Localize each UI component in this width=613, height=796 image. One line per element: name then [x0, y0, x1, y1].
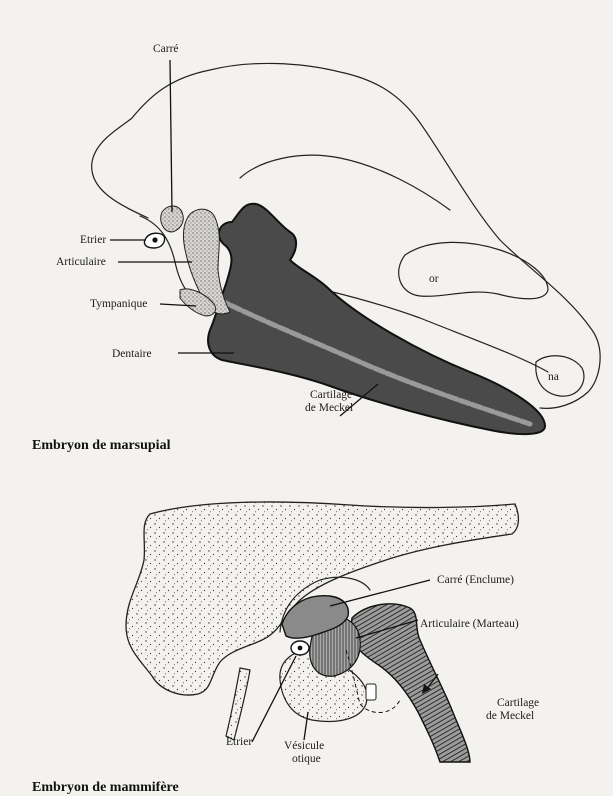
mammal-stapes-center: [298, 646, 303, 651]
label-etrier-bottom: Etrier: [226, 736, 252, 748]
hyoid-strip: [226, 668, 250, 740]
label-dentaire: Dentaire: [112, 348, 152, 360]
label-vesicule-line2: otique: [292, 753, 321, 765]
label-vesicule-line1: Vésicule: [284, 740, 324, 752]
otic-duct: [366, 684, 376, 700]
label-carre-enclume: Carré (Enclume): [437, 574, 514, 586]
nasal-outline: [536, 356, 584, 396]
label-cartilage-line2-bottom: de Meckel: [486, 710, 534, 722]
label-tympanique: Tympanique: [90, 298, 147, 310]
leader-carre-enclume: [330, 580, 430, 606]
label-or: or: [429, 273, 439, 285]
label-etrier: Etrier: [80, 234, 106, 246]
label-cartilage-line1: Cartilage: [310, 389, 352, 401]
mammal-embryo-figure: Carré (Enclume) Articulaire (Marteau) Ca…: [32, 502, 539, 795]
label-na: na: [548, 371, 559, 383]
label-cartilage-line1-bottom: Cartilage: [497, 697, 539, 709]
brain-contour: [240, 155, 450, 210]
caption-marsupial: Embryon de marsupial: [32, 438, 171, 453]
label-cartilage-line2: de Meckel: [305, 402, 353, 414]
label-articulaire: Articulaire: [56, 256, 106, 268]
label-articulaire-marteau: Articulaire (Marteau): [420, 618, 519, 630]
caption-mammifere: Embryon de mammifère: [32, 780, 179, 795]
marsupial-embryo-figure: Carré Etrier Articulaire Tympanique Dent…: [32, 43, 600, 453]
orbit-outline: [399, 242, 548, 298]
label-carre: Carré: [153, 43, 179, 55]
stapes-footplate: [152, 237, 157, 242]
